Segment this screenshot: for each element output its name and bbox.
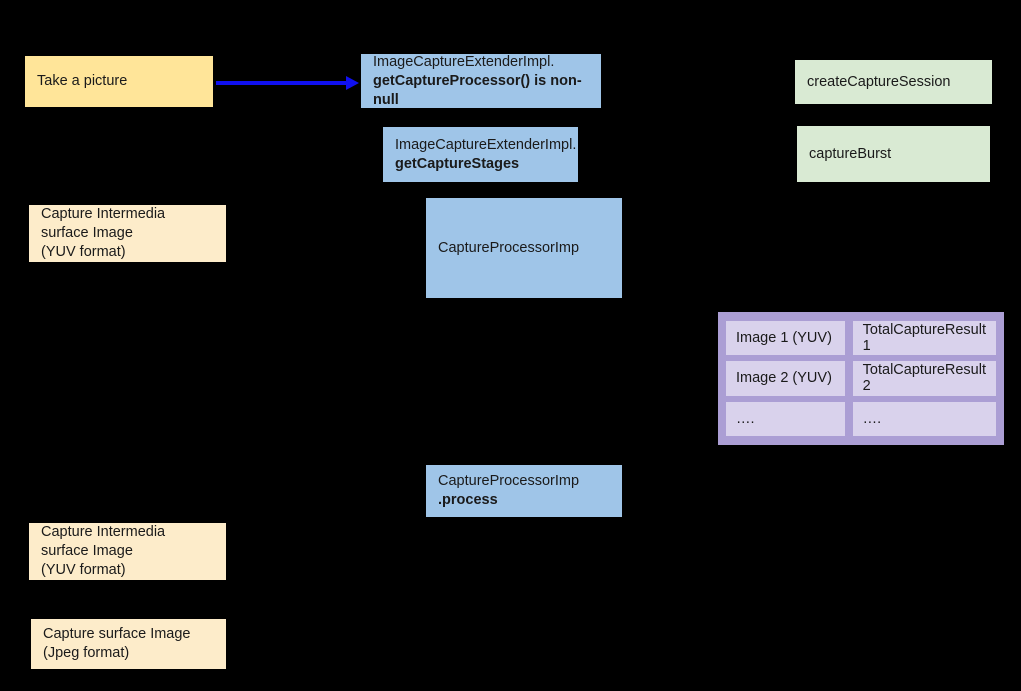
node-take-a-picture-label: Take a picture (37, 73, 128, 89)
node-intermedia-bottom-line2: surface Image (41, 543, 133, 559)
node-capture-surface-image-jpeg[interactable]: Capture surface Image (Jpeg format) (31, 619, 226, 669)
node-get-capture-stages[interactable]: ImageCaptureExtenderImpl. getCaptureStag… (383, 127, 578, 182)
node-jpeg-line2: (Jpeg format) (43, 645, 130, 661)
table-cell-result-2[interactable]: TotalCaptureResult 2 (852, 361, 996, 396)
table-cell-image-1[interactable]: Image 1 (YUV) (726, 321, 845, 356)
node-capture-intermedia-surface-image-bottom[interactable]: Capture Intermedia surface Image (YUV fo… (29, 523, 226, 580)
node-capture-processor-imp-label: CaptureProcessorImp (438, 239, 580, 256)
node-capture-burst[interactable]: captureBurst (797, 126, 990, 182)
table-cell-result-more[interactable]: …. (852, 401, 996, 436)
node-jpeg-line1: Capture surface Image (43, 626, 191, 642)
node-intermedia-bottom-line1: Capture Intermedia (41, 524, 166, 540)
node-capture-intermedia-surface-image-top[interactable]: Capture Intermedia surface Image (YUV fo… (29, 205, 226, 262)
results-table: Image 1 (YUV) Image 2 (YUV) …. TotalCapt… (718, 312, 1004, 445)
node-get-capture-processor[interactable]: ImageCaptureExtenderImpl. getCaptureProc… (361, 54, 601, 108)
table-cell-image-more[interactable]: …. (726, 401, 845, 436)
node-capture-processor-imp-process[interactable]: CaptureProcessorImp .process (426, 465, 622, 517)
table-cell-result-1[interactable]: TotalCaptureResult 1 (852, 321, 996, 356)
node-create-capture-session[interactable]: createCaptureSession (795, 60, 992, 104)
node-intermedia-top-line1: Capture Intermedia (41, 206, 166, 222)
node-create-capture-session-label: createCaptureSession (807, 73, 951, 90)
node-take-a-picture[interactable]: Take a picture (25, 56, 213, 107)
node-intermedia-top-line3: (YUV format) (41, 244, 126, 260)
node-capture-processor-imp[interactable]: CaptureProcessorImp (426, 198, 622, 298)
node-capture-processor-process-line2: .process (438, 492, 498, 508)
table-cell-image-2[interactable]: Image 2 (YUV) (726, 361, 845, 396)
arrow-head-icon (346, 76, 359, 90)
node-intermedia-bottom-line3: (YUV format) (41, 562, 126, 578)
node-get-capture-stages-line1: ImageCaptureExtenderImpl. (395, 136, 577, 153)
node-capture-processor-process-line1: CaptureProcessorImp (438, 473, 580, 489)
node-intermedia-top-line2: surface Image (41, 225, 133, 241)
node-get-capture-processor-line2: getCaptureProcessor() is non-null (373, 72, 582, 108)
results-table-results-column: TotalCaptureResult 1 TotalCaptureResult … (852, 321, 996, 436)
node-get-capture-stages-line2: getCaptureStages (395, 155, 520, 172)
arrow-shaft (216, 81, 346, 85)
results-table-images-column: Image 1 (YUV) Image 2 (YUV) …. (726, 321, 845, 436)
node-get-capture-processor-line1: ImageCaptureExtenderImpl. (373, 53, 555, 70)
node-capture-burst-label: captureBurst (809, 145, 892, 162)
